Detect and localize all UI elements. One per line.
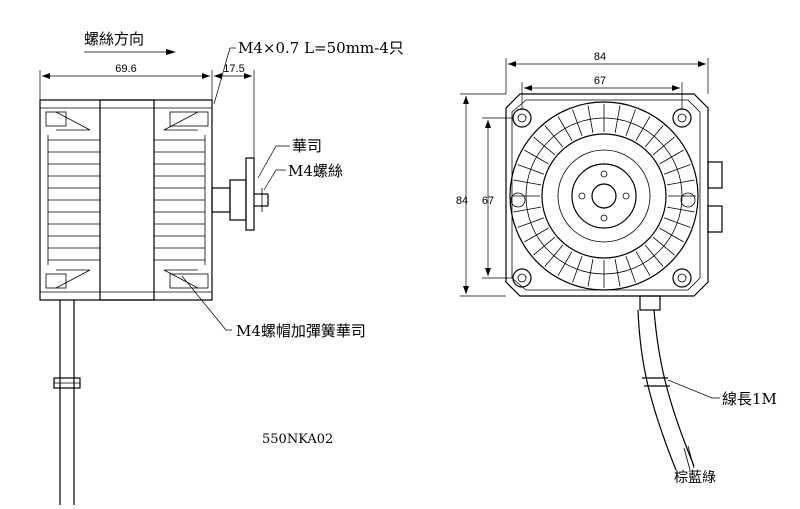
hole-spacing-v-value: 67 xyxy=(482,195,494,207)
radial-fin xyxy=(544,125,564,148)
radial-fin xyxy=(659,149,684,165)
dim-hole-spacing-v: 67 xyxy=(482,117,512,279)
screw-spec-label: M4×0.7 L=50mm-4只 xyxy=(238,39,404,57)
side-view: 69.6 17.5 螺絲方向 M4×0.7 L=50mm-4只 華司 M4螺絲 … xyxy=(39,30,404,505)
shaft-assembly xyxy=(211,157,269,231)
dim-shaft-length: 17.5 xyxy=(214,63,255,158)
fan-hub-plate xyxy=(245,157,255,231)
terminal-box-upper xyxy=(707,161,723,189)
radial-fin xyxy=(513,179,542,186)
radial-fin xyxy=(587,105,594,134)
motor-center-drum xyxy=(99,99,155,301)
radial-fin xyxy=(524,149,549,165)
radial-fin xyxy=(663,164,691,175)
radial-fin xyxy=(663,217,691,228)
radial-fins xyxy=(512,104,696,288)
front-power-cord xyxy=(637,295,695,471)
cooling-fins-right xyxy=(154,135,206,265)
radial-fin xyxy=(572,255,583,283)
stator-ring xyxy=(541,133,667,259)
dim-frame-width: 84 xyxy=(505,51,709,94)
radial-fin xyxy=(517,217,545,228)
dim-frame-height: 84 xyxy=(456,93,506,297)
shaft-center xyxy=(591,183,617,209)
radial-fin xyxy=(652,136,675,156)
hole-spacing-h-value: 67 xyxy=(594,75,606,87)
radial-fin xyxy=(644,244,664,267)
m4-screw-label: M4螺絲 xyxy=(288,162,343,180)
radial-fin xyxy=(666,179,695,186)
wire-length-label: 線長1M xyxy=(722,390,777,408)
radial-fin xyxy=(635,251,651,276)
radial-fin xyxy=(644,125,664,148)
radial-fin xyxy=(524,227,549,243)
radial-fin xyxy=(614,105,621,134)
front-frame xyxy=(505,93,709,297)
shaft-length-value: 17.5 xyxy=(223,63,244,75)
terminal-box-lower xyxy=(707,205,723,233)
dim-body-length: 69.6 xyxy=(39,63,213,100)
hub-ring xyxy=(571,163,637,229)
nut-bottom xyxy=(169,273,209,289)
radial-fin xyxy=(652,236,675,256)
radial-fin xyxy=(533,236,556,256)
radial-fin xyxy=(625,255,636,283)
frame-height-value: 84 xyxy=(456,195,468,207)
mounting-holes xyxy=(510,108,696,288)
radial-fin xyxy=(557,116,573,141)
radial-fin xyxy=(625,109,636,137)
cooling-fins-left xyxy=(47,135,100,265)
outer-ring xyxy=(509,101,699,291)
radial-fin xyxy=(544,244,564,267)
radial-fin xyxy=(572,109,583,137)
dim-hole-spacing-h: 67 xyxy=(521,75,683,110)
frame-width-value: 84 xyxy=(594,51,606,63)
washer-label: 華司 xyxy=(292,137,322,155)
radial-fin xyxy=(587,258,594,287)
radial-fin xyxy=(666,206,695,213)
radial-fin xyxy=(614,258,621,287)
body-length-value: 69.6 xyxy=(115,63,136,75)
radial-fin xyxy=(557,251,573,276)
wire-colors-label: 棕藍綠 xyxy=(674,470,716,486)
nut-spring-washer-label: M4螺帽加彈簧華司 xyxy=(236,322,366,340)
radial-fin xyxy=(659,227,684,243)
screw-direction-arrow xyxy=(84,49,176,55)
radial-fin xyxy=(517,164,545,175)
radial-fin xyxy=(533,136,556,156)
radial-fin xyxy=(635,116,651,141)
radial-fin xyxy=(513,206,542,213)
model-number: 550NKA02 xyxy=(262,432,333,447)
nut-top xyxy=(169,111,209,127)
front-view: 84 67 84 67 xyxy=(456,51,777,486)
side-power-cord xyxy=(53,300,81,505)
screw-direction-label: 螺絲方向 xyxy=(84,30,144,48)
